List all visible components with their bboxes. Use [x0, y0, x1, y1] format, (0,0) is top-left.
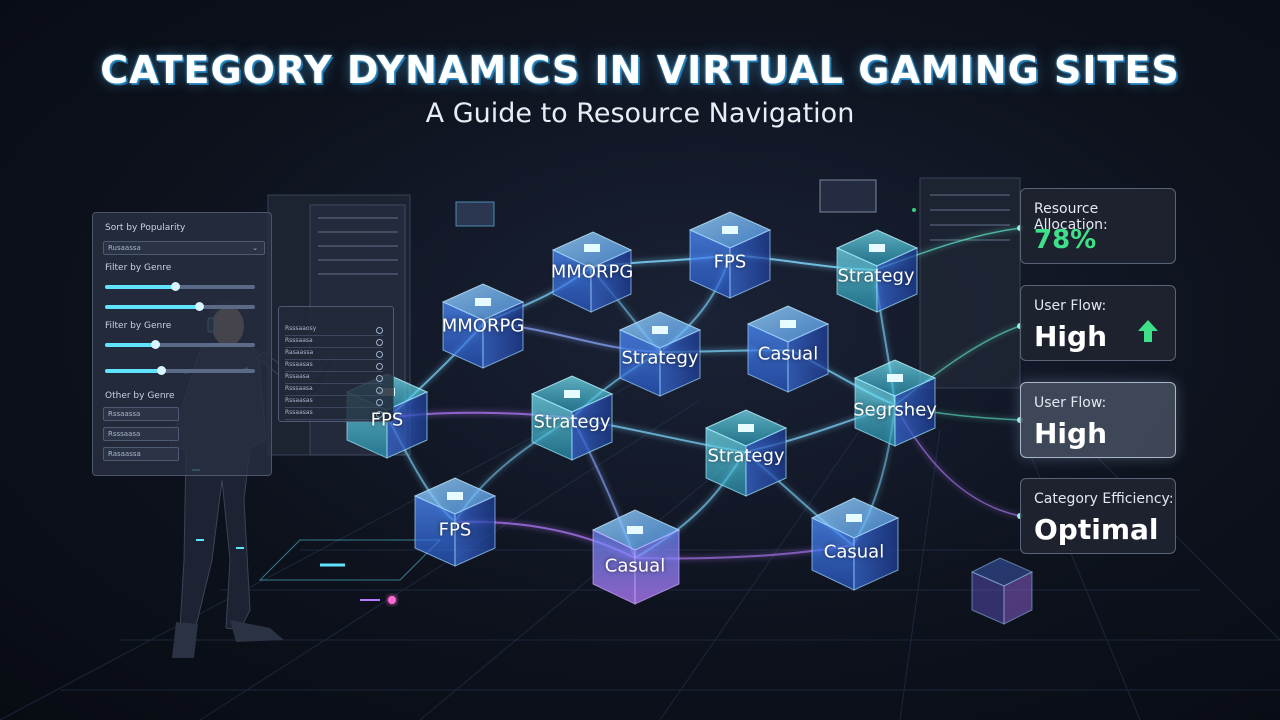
stat-value: High	[1034, 417, 1108, 450]
cube-fps-top	[688, 211, 772, 299]
sort-dropdown[interactable]: Rusaassa ⌄	[103, 241, 265, 255]
other-genre-label: Other by Genre	[105, 391, 175, 401]
cube-label-segrshey[interactable]: Segrshey	[853, 399, 937, 421]
genre-slider-2[interactable]	[105, 302, 255, 311]
stat-card-resource-allocation: Resource Allocation: 78%	[1020, 188, 1176, 264]
stat-label: Resource Allocation:	[1034, 201, 1108, 233]
cube-casual-right	[810, 497, 900, 591]
other-option-2[interactable]: Rsssaasa	[103, 427, 179, 441]
sort-label: Sort by Popularity	[105, 223, 186, 233]
list-item[interactable]: Rssaasas	[285, 361, 383, 372]
cube-label-casual-bottom[interactable]: Casual	[604, 555, 666, 577]
cube-label-fps-left[interactable]: FPS	[370, 409, 404, 431]
slider-knob[interactable]	[151, 340, 160, 349]
cube-strategy-mid	[618, 311, 702, 397]
cube-label-strategy-right[interactable]: Strategy	[707, 445, 785, 467]
cube-casual-bottom	[591, 509, 681, 605]
genre-slider-4[interactable]	[105, 366, 255, 375]
filter-genre-label-2: Filter by Genre	[105, 321, 172, 331]
floor-pad	[258, 539, 442, 581]
stat-label: User Flow:	[1034, 298, 1107, 314]
cube-label-strategy-mid[interactable]: Strategy	[621, 347, 699, 369]
cube-label-casual-right[interactable]: Casual	[823, 541, 885, 563]
list-item[interactable]: Rssaasas	[285, 409, 383, 420]
arrow-up-icon	[1138, 320, 1158, 342]
genre-slider-1[interactable]	[105, 282, 255, 291]
server-rack-right	[912, 177, 1021, 389]
stat-label: User Flow:	[1034, 395, 1107, 411]
genre-slider-3[interactable]	[105, 340, 255, 349]
cube-empty-violet	[970, 557, 1034, 625]
cube-strategy-right	[704, 409, 788, 497]
cube-strategy-top	[835, 229, 919, 313]
slider-knob[interactable]	[171, 282, 180, 291]
other-option-1[interactable]: Rssaassa	[103, 407, 179, 421]
cube-strategy-center	[530, 375, 614, 461]
stat-card-user-flow-2: User Flow: High	[1020, 382, 1176, 458]
cube-label-fps-bottom[interactable]: FPS	[438, 519, 472, 541]
list-item[interactable]: Rssaasa	[285, 373, 383, 384]
filter-panel: Sort by Popularity Rusaassa ⌄ Filter by …	[92, 212, 272, 476]
stat-value: Optimal	[1034, 513, 1159, 546]
chevron-down-icon: ⌄	[252, 244, 258, 252]
stat-value: High	[1034, 320, 1108, 353]
floating-screen-icon	[819, 179, 877, 213]
list-item[interactable]: Rsssaasa	[285, 385, 383, 396]
stat-label: Category Efficiency:	[1034, 491, 1174, 507]
filter-genre-label: Filter by Genre	[105, 263, 172, 273]
cube-mmorpg-mid	[441, 283, 525, 369]
cube-label-strategy-top[interactable]: Strategy	[837, 265, 915, 287]
stat-card-category-efficiency: Category Efficiency: Optimal	[1020, 478, 1176, 554]
cube-label-mmorpg-mid[interactable]: MMORPG	[441, 315, 525, 337]
list-item[interactable]: Rsssaaosy	[285, 325, 383, 336]
floating-screen-icon	[455, 201, 495, 227]
list-item[interactable]: Rsssaasa	[285, 337, 383, 348]
stat-value: 78%	[1034, 225, 1097, 255]
slider-knob[interactable]	[195, 302, 204, 311]
list-item[interactable]: Rssaasas	[285, 397, 383, 408]
cube-label-mmorpg-top[interactable]: MMORPG	[550, 261, 634, 283]
stat-card-user-flow: User Flow: High	[1020, 285, 1176, 361]
slider-knob[interactable]	[157, 366, 166, 375]
page-title: CATEGORY DYNAMICS IN VIRTUAL GAMING SITE…	[100, 48, 1180, 92]
floor-grid	[0, 379, 1280, 720]
cube-fps-bottom	[413, 477, 497, 567]
cube-label-fps-top[interactable]: FPS	[713, 251, 747, 273]
cube-label-casual-mid[interactable]: Casual	[757, 343, 819, 365]
page-subtitle: A Guide to Resource Navigation	[425, 98, 855, 129]
list-item[interactable]: Rasaassa	[285, 349, 383, 360]
cube-mmorpg-top	[551, 231, 633, 313]
category-list-panel: Rsssaaosy Rsssaasa Rasaassa Rssaasas Rss…	[278, 306, 394, 422]
cube-casual-mid	[746, 305, 830, 393]
cube-label-strategy-center[interactable]: Strategy	[533, 411, 611, 433]
sort-dropdown-value: Rusaassa	[108, 244, 141, 252]
other-option-3[interactable]: Rasaassa	[103, 447, 179, 461]
cube-segrshey	[853, 359, 937, 447]
